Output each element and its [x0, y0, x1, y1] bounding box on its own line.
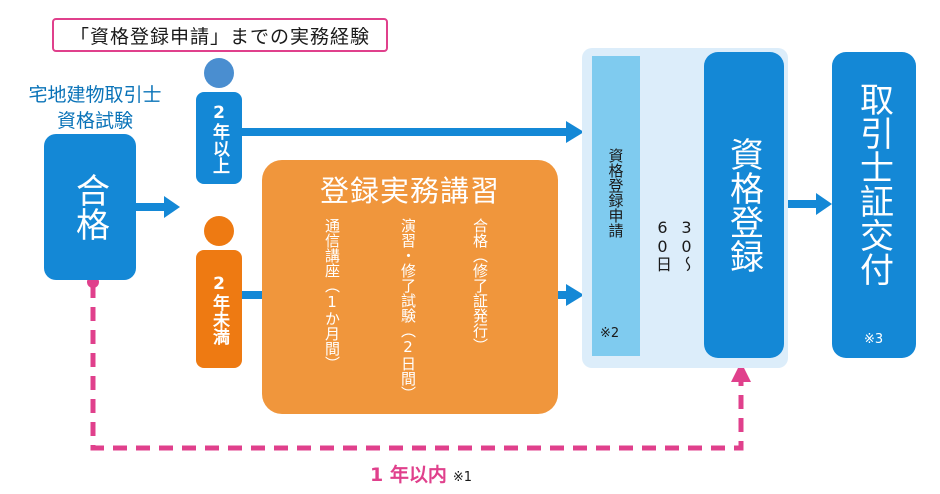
arrow-over2-to-application — [238, 121, 584, 143]
course-step-1: 通信講座（1か月間） — [323, 218, 341, 371]
person-head-over2 — [204, 58, 234, 88]
arrow-under2-to-course — [238, 291, 264, 299]
within-one-year-text: 1 年以内 — [370, 464, 447, 486]
over2-text: 年以上 — [209, 122, 229, 174]
pass-label: 合格 — [69, 173, 110, 241]
registration-box: 資格登録 — [704, 52, 784, 358]
course-step-2: 演習・修了試験（2日間） — [399, 218, 417, 401]
arrow-pass-to-experience — [136, 196, 180, 218]
person-under2-badge: 2 年未満 — [196, 250, 242, 368]
license-box: 取引士証交付 — [832, 52, 916, 358]
experience-note-box: 「資格登録申請」までの実務経験 — [52, 18, 388, 52]
exam-label-line1: 宅地建物取引士 — [28, 84, 162, 106]
course-title: 登録実務講習 — [319, 174, 500, 208]
under2-text: 年未満 — [209, 293, 229, 345]
application-strip — [592, 56, 640, 356]
days-label: 30〜60日 — [653, 218, 696, 272]
person-head-under2 — [204, 216, 234, 246]
application-label: 資格登録申請 — [606, 148, 625, 238]
within-one-year-label: 1 年以内 ※1 — [370, 460, 472, 487]
within-one-year-note: ※1 — [452, 470, 473, 485]
application-label-wrap: 資格登録申請 — [592, 148, 640, 308]
registration-label: 資格登録 — [723, 137, 764, 273]
course-step-3: 合格（修了証発行） — [471, 218, 489, 353]
exam-label-line2: 資格試験 — [56, 110, 133, 132]
pass-box: 合格 — [44, 134, 136, 280]
person-over2-badge: 2 年以上 — [196, 92, 242, 184]
practical-course-box — [262, 160, 558, 414]
under2-number: 2 — [213, 273, 225, 294]
license-note: ※3 — [864, 332, 884, 347]
application-note: ※2 — [600, 326, 620, 341]
over2-number: 2 — [213, 102, 225, 123]
arrow-course-to-application — [558, 284, 584, 306]
arrow-registration-to-license — [784, 193, 832, 215]
exam-label: 宅地建物取引士 資格試験 — [20, 82, 170, 134]
license-label: 取引士証交付 — [853, 82, 894, 286]
